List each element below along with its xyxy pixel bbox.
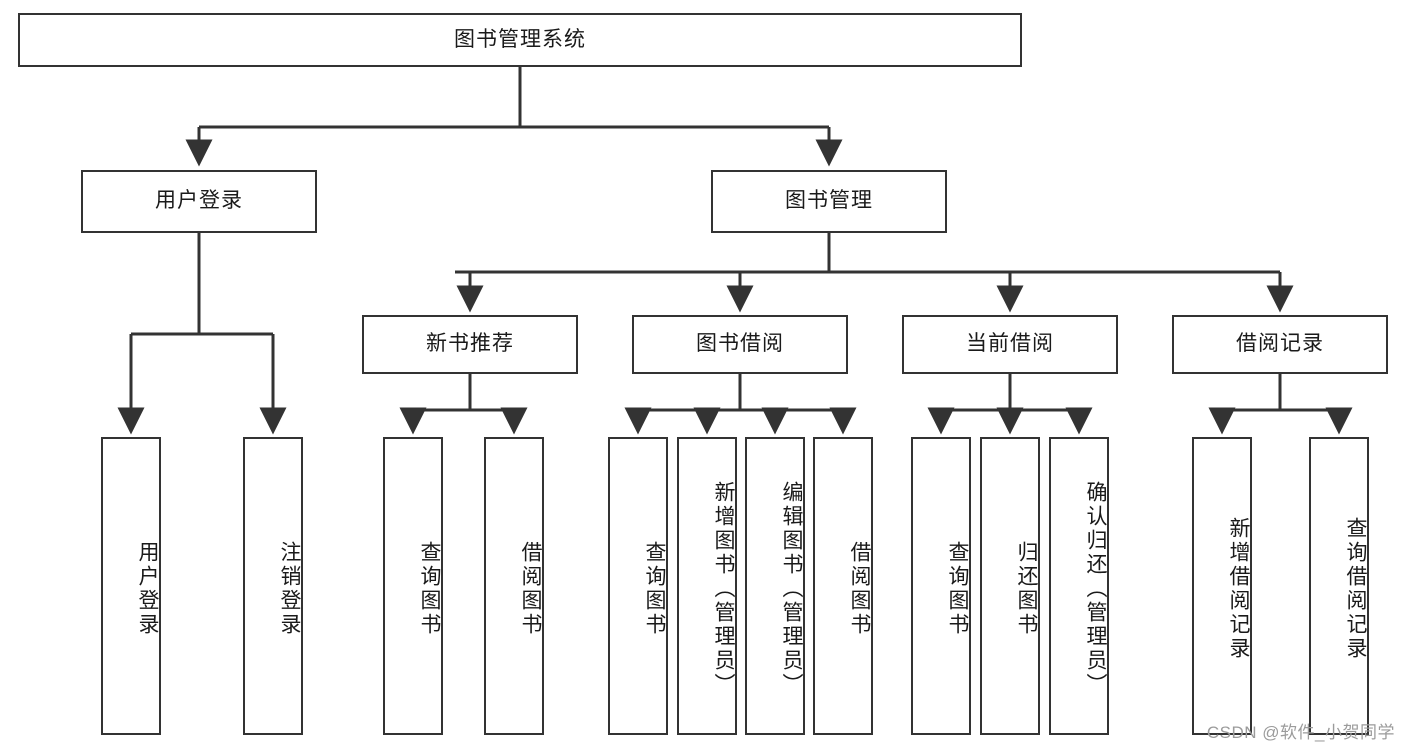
- node-leaf-logout-login-label: 注销登录: [278, 541, 301, 637]
- node-leaf-confirm-return-admin-label: 确认归还（管理员）: [1084, 481, 1107, 697]
- node-borrow-record-label: 借阅记录: [1236, 332, 1324, 356]
- node-leaf-add-book-admin-label: 新增图书（管理员）: [712, 481, 735, 697]
- node-book-management-label: 图书管理: [785, 189, 873, 213]
- node-leaf-query-book-3-label: 查询图书: [946, 541, 969, 637]
- node-new-book-recommend-label: 新书推荐: [426, 332, 514, 356]
- node-leaf-query-borrow-record-label: 查询借阅记录: [1344, 517, 1367, 661]
- node-leaf-query-book-1[interactable]: 查询图书: [383, 437, 443, 735]
- node-leaf-query-borrow-record[interactable]: 查询借阅记录: [1309, 437, 1369, 735]
- node-leaf-borrow-book-2[interactable]: 借阅图书: [813, 437, 873, 735]
- node-new-book-recommend[interactable]: 新书推荐: [362, 315, 578, 374]
- node-user-login-label: 用户登录: [155, 189, 243, 213]
- node-leaf-user-login[interactable]: 用户登录: [101, 437, 161, 735]
- node-leaf-borrow-book-2-label: 借阅图书: [848, 541, 871, 637]
- node-leaf-add-borrow-record[interactable]: 新增借阅记录: [1192, 437, 1252, 735]
- node-leaf-return-book-label: 归还图书: [1015, 541, 1038, 637]
- node-book-borrow[interactable]: 图书借阅: [632, 315, 848, 374]
- node-current-borrow[interactable]: 当前借阅: [902, 315, 1118, 374]
- node-user-login[interactable]: 用户登录: [81, 170, 317, 233]
- node-leaf-add-borrow-record-label: 新增借阅记录: [1227, 517, 1250, 661]
- node-leaf-query-book-2-label: 查询图书: [643, 541, 666, 637]
- node-leaf-query-book-2[interactable]: 查询图书: [608, 437, 668, 735]
- node-book-management[interactable]: 图书管理: [711, 170, 947, 233]
- node-book-borrow-label: 图书借阅: [696, 332, 784, 356]
- node-leaf-query-book-1-label: 查询图书: [418, 541, 441, 637]
- node-leaf-confirm-return-admin[interactable]: 确认归还（管理员）: [1049, 437, 1109, 735]
- node-leaf-edit-book-admin[interactable]: 编辑图书（管理员）: [745, 437, 805, 735]
- node-borrow-record[interactable]: 借阅记录: [1172, 315, 1388, 374]
- node-leaf-return-book[interactable]: 归还图书: [980, 437, 1040, 735]
- node-leaf-logout-login[interactable]: 注销登录: [243, 437, 303, 735]
- node-root-label: 图书管理系统: [454, 27, 586, 51]
- node-leaf-borrow-book-1[interactable]: 借阅图书: [484, 437, 544, 735]
- node-leaf-borrow-book-1-label: 借阅图书: [519, 541, 542, 637]
- node-leaf-query-book-3[interactable]: 查询图书: [911, 437, 971, 735]
- node-leaf-edit-book-admin-label: 编辑图书（管理员）: [780, 481, 803, 697]
- node-leaf-user-login-label: 用户登录: [136, 541, 159, 637]
- node-current-borrow-label: 当前借阅: [966, 332, 1054, 356]
- node-root[interactable]: 图书管理系统: [18, 13, 1022, 67]
- node-leaf-add-book-admin[interactable]: 新增图书（管理员）: [677, 437, 737, 735]
